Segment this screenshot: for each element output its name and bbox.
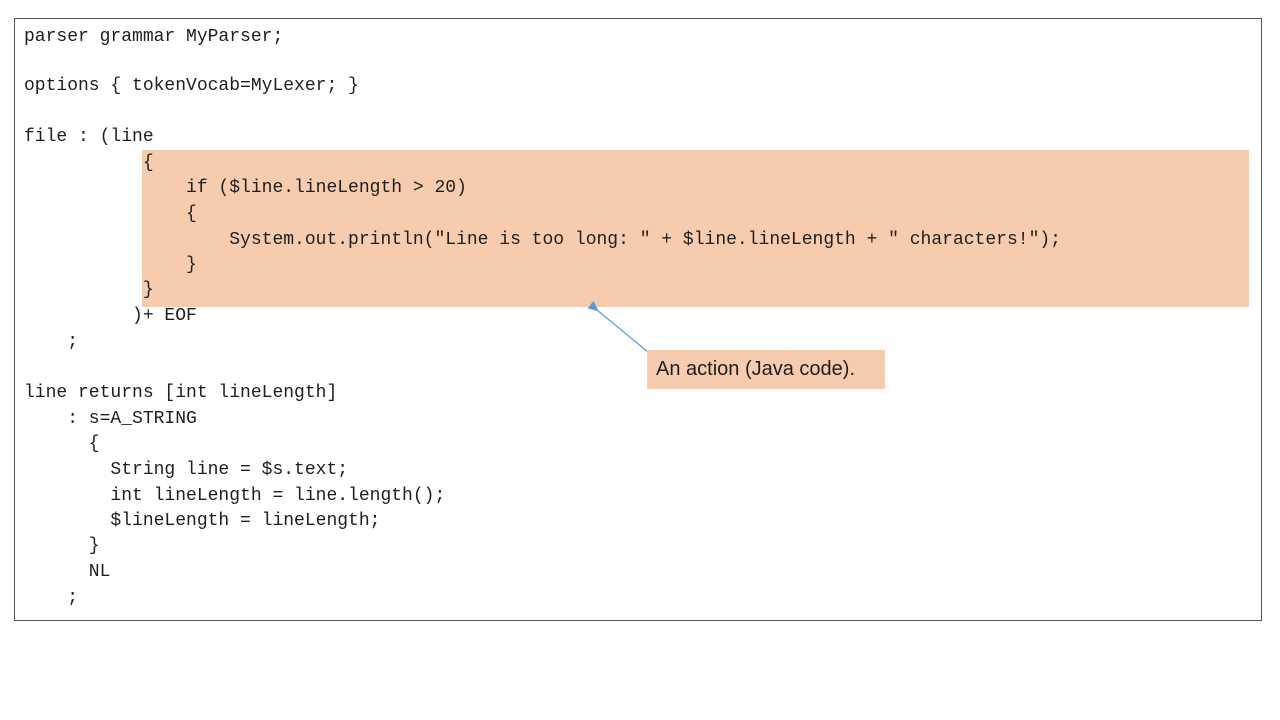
code-line: : s=A_STRING — [24, 409, 197, 429]
code-line: } — [24, 255, 197, 275]
code-line: line returns [int lineLength] — [24, 383, 338, 403]
code-line: if ($line.lineLength > 20) — [24, 178, 467, 198]
callout-text: An action (Java code). — [656, 358, 855, 380]
callout-label: An action (Java code). — [647, 350, 885, 389]
code-line: file : (line — [24, 127, 154, 147]
code-line: ; — [24, 332, 79, 352]
code-line: )+ EOF — [24, 306, 197, 326]
code-line: String line = $s.text; — [24, 460, 349, 480]
action-highlight — [142, 150, 1249, 307]
code-line: ; — [24, 588, 79, 608]
code-line: { — [24, 204, 197, 224]
code-line: $lineLength = lineLength; — [24, 511, 381, 531]
code-line: } — [24, 280, 154, 300]
code-line: } — [24, 536, 100, 556]
code-line: int lineLength = line.length(); — [24, 486, 446, 506]
code-line: System.out.println("Line is too long: " … — [24, 230, 1061, 250]
code-line: { — [24, 153, 154, 173]
code-line: NL — [24, 562, 111, 582]
code-line: { — [24, 434, 100, 454]
code-line: parser grammar MyParser; — [24, 27, 284, 47]
code-line: options { tokenVocab=MyLexer; } — [24, 76, 359, 96]
